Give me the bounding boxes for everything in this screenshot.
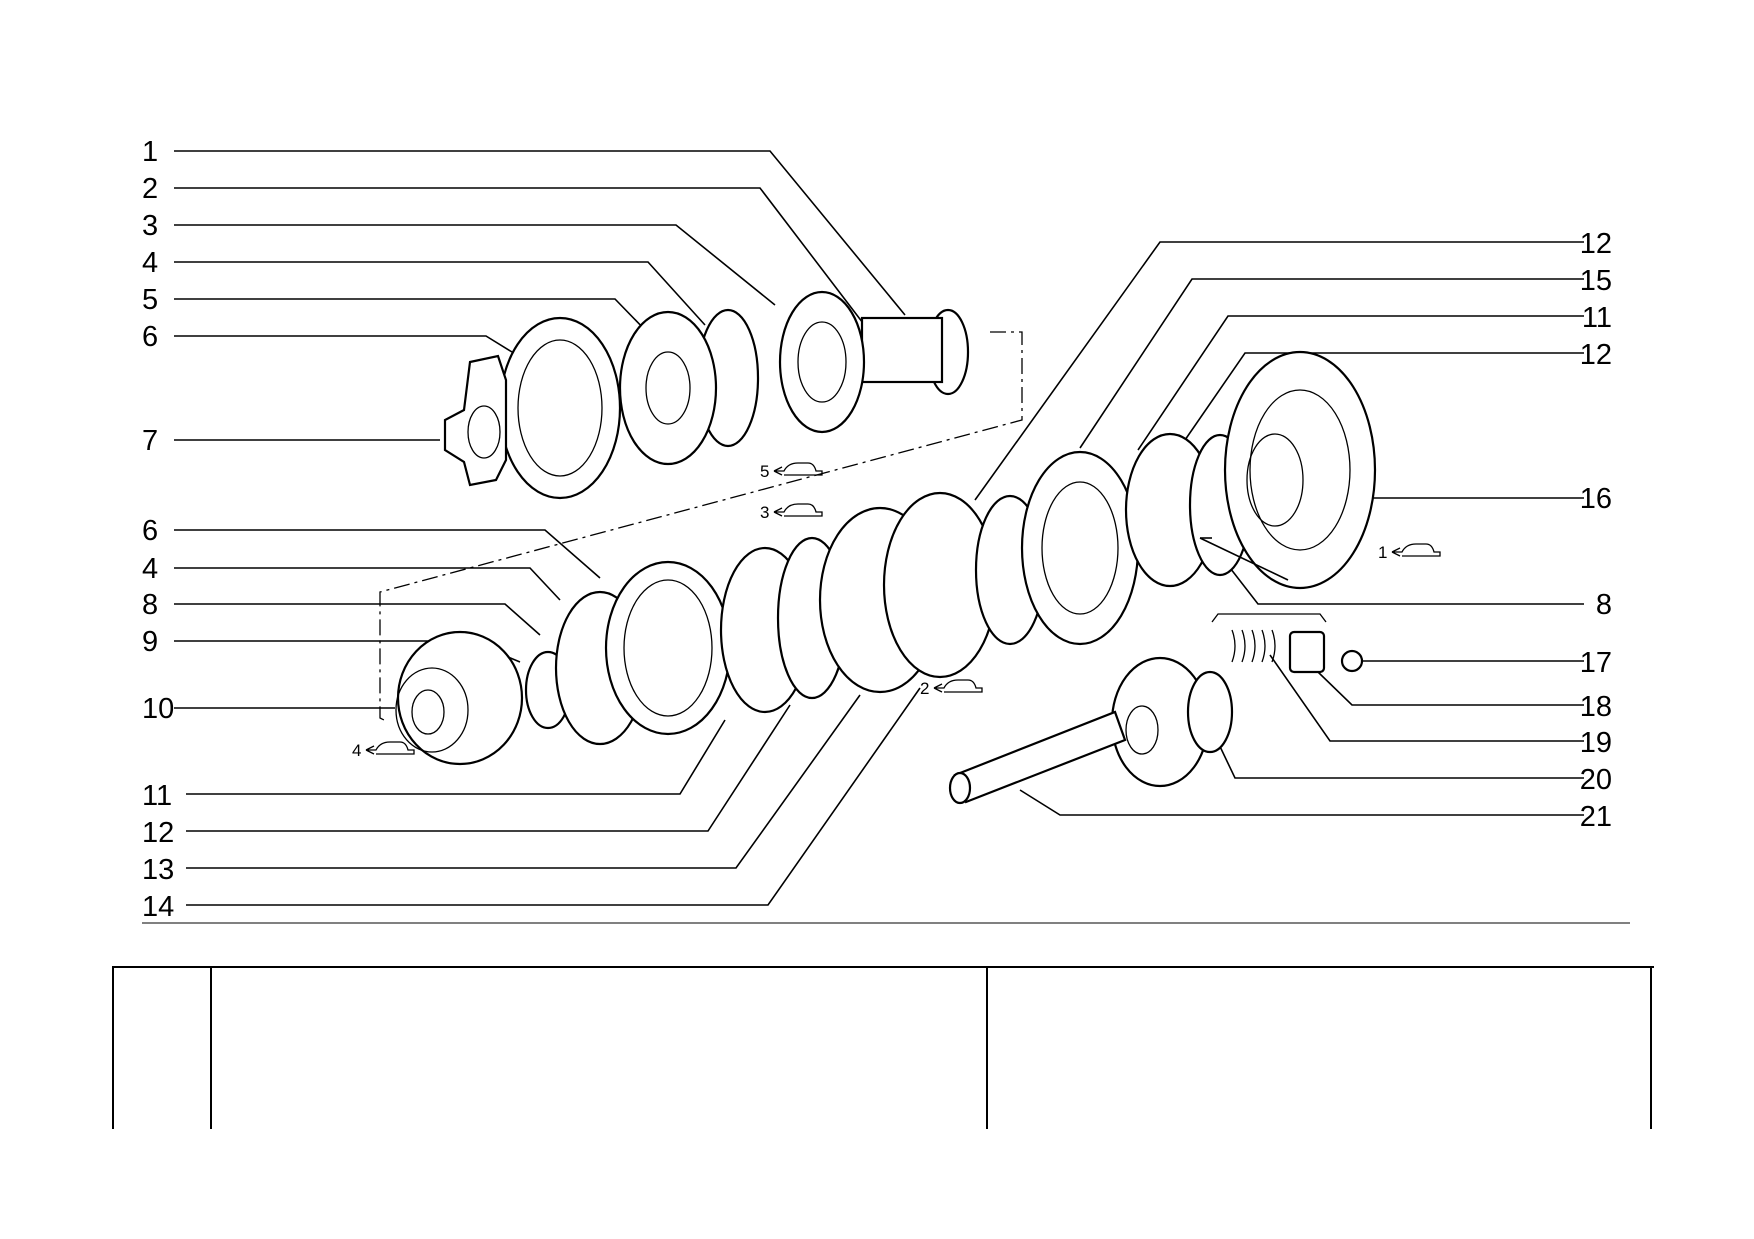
callout-label: 19: [1580, 727, 1612, 759]
part-reverse-gear-20-bore: [1125, 705, 1159, 755]
callout-label: 21: [1580, 801, 1612, 833]
callout-label: 16: [1580, 483, 1612, 515]
view-ref-number: 1: [1378, 543, 1387, 562]
part-gear-15-inner: [1041, 481, 1119, 615]
callout-label: 4: [142, 553, 158, 585]
leader-line: [174, 187, 883, 349]
leader-line: [174, 567, 561, 601]
part-ball-17: [1340, 649, 1364, 673]
assembly-axis: [379, 331, 1023, 723]
part-synchro-hub-5: [618, 310, 718, 466]
callout-label: 5: [142, 284, 158, 316]
part-gear-10: [396, 630, 524, 766]
callout-labels: 1 2 3 4 5 6 7 6 4 8 9 10 11 12 13 14 12 …: [142, 136, 1612, 923]
callout-label: 7: [142, 425, 158, 457]
lower-shaft-assembly: [395, 350, 1377, 766]
part-gear-16-inner: [1249, 389, 1351, 551]
leader-line: [1184, 352, 1584, 441]
leader-line: [1137, 315, 1584, 451]
part-spring-19: [1231, 629, 1276, 663]
leader-line: [974, 241, 1584, 501]
table-col-divider: [112, 968, 114, 1129]
leader-line: [1317, 671, 1584, 706]
part-gear-16: [1223, 350, 1377, 590]
callout-label: 4: [142, 247, 158, 279]
part-splined-hub: [860, 316, 944, 384]
part-tab-washer-7-hole: [467, 405, 501, 459]
leader-line: [174, 224, 776, 306]
part-synchro-hub-5-bore: [645, 351, 691, 425]
callout-label: 13: [142, 854, 174, 886]
car-silhouette-arrow-icon: [365, 741, 415, 755]
view-ref-number: 4: [352, 741, 361, 760]
callout-label: 17: [1580, 647, 1612, 679]
callout-label: 18: [1580, 691, 1612, 723]
callout-label: 12: [1580, 228, 1612, 260]
leader-lines: [174, 150, 1584, 906]
part-gear-16-bore: [1246, 433, 1304, 527]
part-gear-15: [1020, 450, 1140, 646]
callout-label: 10: [142, 693, 174, 725]
callout-label: 12: [142, 817, 174, 849]
leader-line: [186, 704, 791, 832]
leader-line: [174, 261, 706, 326]
leader-line: [1219, 554, 1584, 605]
car-silhouette-arrow-icon: [1391, 543, 1441, 557]
callout-label: 20: [1580, 764, 1612, 796]
part-reverse-gear-20-hub: [1186, 670, 1234, 754]
leader-line: [186, 719, 726, 795]
part-reverse-shaft-21-end: [948, 771, 972, 805]
callout-label: 6: [142, 515, 158, 547]
view-ref-number: 2: [920, 679, 929, 698]
leader-line: [174, 603, 541, 636]
car-silhouette-arrow-icon: [933, 679, 983, 693]
view-ref-number: 5: [760, 462, 769, 481]
callout-label: 1: [142, 136, 158, 168]
part-gear-3-bore: [797, 321, 847, 403]
callout-label: 11: [1582, 302, 1612, 334]
detent-arrow: [1199, 537, 1289, 581]
table-col-divider: [1650, 968, 1652, 1129]
leader-line: [1079, 278, 1584, 449]
callout-label: 8: [142, 589, 158, 621]
axis-line: [379, 331, 1023, 723]
table-col-divider: [986, 968, 988, 1129]
leader-line: [1204, 714, 1584, 779]
callout-label: 9: [142, 626, 158, 658]
callout-label: 11: [142, 780, 172, 812]
leader-line: [174, 529, 601, 579]
detent-bracket: [1211, 613, 1327, 623]
callout-label: 14: [142, 891, 174, 923]
leader-line: [174, 150, 906, 316]
callout-label: 6: [142, 321, 158, 353]
part-gear-10-hub: [395, 667, 469, 753]
leader-line: [1269, 654, 1584, 742]
leader-line: [186, 694, 861, 869]
callout-label: 3: [142, 210, 158, 242]
part-gear-3: [778, 290, 866, 434]
car-silhouette-arrow-icon: [773, 462, 823, 476]
part-gear-10-bore: [411, 689, 445, 735]
leader-line: [1019, 789, 1584, 816]
detent-parts: [948, 537, 1364, 805]
part-reverse-shaft-21: [953, 710, 1127, 804]
part-tab-washer-7: [443, 354, 508, 487]
view-references: 5 3 1 2 4: [352, 462, 1441, 760]
part-sleeve-6-inner: [517, 339, 603, 477]
leader-line: [186, 687, 921, 906]
callout-label: 2: [142, 173, 158, 205]
car-silhouette-arrow-icon: [773, 503, 823, 517]
callout-label: 12: [1580, 339, 1612, 371]
parts-table-frame: [112, 966, 1654, 1129]
callout-label: 15: [1580, 265, 1612, 297]
table-col-divider: [210, 968, 212, 1129]
leader-line: [174, 335, 513, 353]
leader-line: [174, 298, 651, 336]
part-detent-block-18: [1288, 630, 1326, 674]
part-sleeve-6-lower-inner: [623, 579, 713, 717]
upper-shaft-assembly: [443, 290, 970, 500]
callout-label: 8: [1596, 589, 1612, 621]
view-ref-number: 3: [760, 503, 769, 522]
